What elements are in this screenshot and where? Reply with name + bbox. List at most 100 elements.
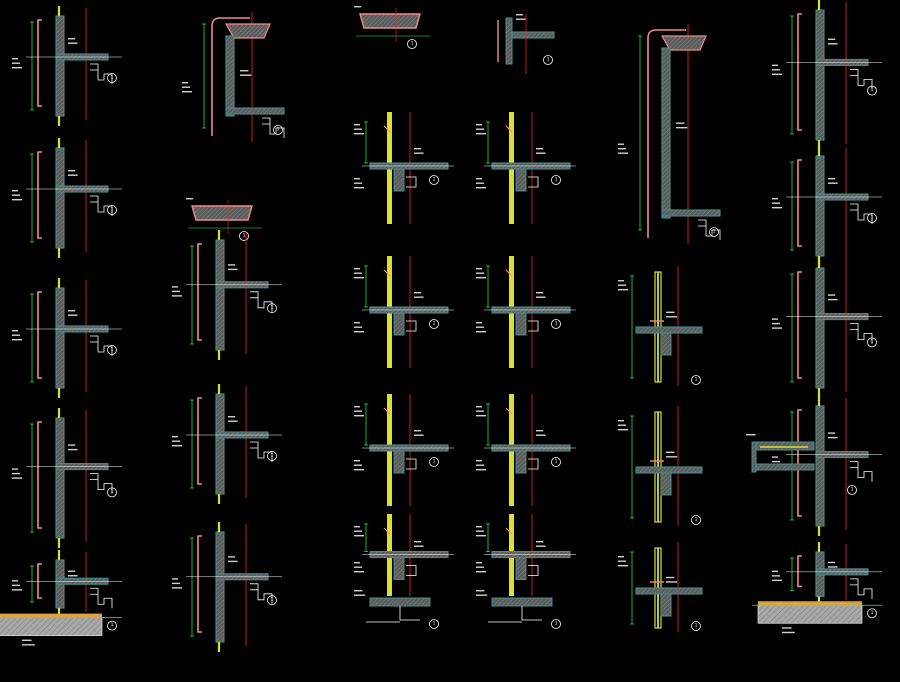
marker-circle (429, 619, 439, 629)
annotation-mark (354, 322, 360, 324)
detail-number-marker: 1 (107, 345, 117, 355)
annotation-mark (12, 472, 20, 475)
cornice-profile (250, 583, 273, 604)
detail-number-marker: 1 (429, 619, 439, 629)
concrete-wall (215, 531, 225, 643)
flashing (383, 527, 391, 535)
annotation-mark (414, 152, 424, 154)
annotation-mark (772, 570, 778, 573)
annotation-mark (772, 69, 780, 71)
annotation-mark (476, 124, 482, 126)
marker-number: 1 (271, 305, 274, 311)
annotation-mark (228, 560, 238, 563)
annotation-mark (12, 589, 22, 591)
annotation-mark (228, 420, 238, 422)
detail-number-marker: 1 (691, 621, 701, 631)
detail-number-marker: 1 (407, 39, 417, 49)
exterior-cladding (197, 243, 202, 341)
annotation-mark (68, 42, 78, 44)
section-detail-curtain-floor: 1 (476, 394, 576, 506)
annotation-mark (68, 174, 78, 176)
marker-number: 1 (271, 453, 274, 459)
marker-number: 1 (433, 177, 436, 183)
detail-number-marker: 1 (867, 608, 877, 619)
annotation-mark (354, 562, 360, 564)
concrete-wall (55, 15, 65, 117)
marker-number: 1 (695, 517, 698, 523)
parapet-wall (661, 47, 671, 219)
annotation-mark (666, 456, 678, 458)
ground-fill (757, 604, 863, 624)
detail-number-marker: 1 (551, 175, 561, 185)
annotation-mark (536, 434, 546, 436)
annotation-mark (12, 468, 18, 470)
marker-circle (107, 205, 117, 215)
marker-circle (551, 175, 561, 185)
marker-number: 1 (555, 459, 558, 465)
detail-number-marker: 1 (551, 619, 561, 629)
annotation-mark (354, 590, 363, 592)
marker-number: 1 (271, 597, 274, 603)
marker-number: 1 (111, 347, 114, 353)
exterior-cladding (37, 19, 42, 107)
annotation-mark (354, 182, 362, 184)
marker-circle (867, 85, 877, 96)
concrete-wall (215, 393, 225, 495)
marker-circle (107, 620, 117, 631)
annotation-mark (22, 639, 32, 641)
annotation-mark (414, 434, 424, 436)
annotation-mark (354, 326, 362, 328)
marker-circle (267, 303, 277, 314)
marker-circle (709, 227, 719, 237)
annotation-mark (618, 565, 628, 567)
detail-number-marker: 1 (847, 485, 857, 495)
parapet-wall (225, 35, 235, 117)
marker-number: 1 (243, 233, 246, 239)
exterior-cladding (37, 291, 42, 379)
section-detail-parapet-tall: 1 (182, 12, 285, 142)
annotation-mark (354, 128, 362, 130)
marker-circle (543, 55, 553, 65)
section-detail-curtain-floor: 1 (476, 112, 576, 224)
sill-profile (406, 458, 417, 470)
annotation-mark (516, 14, 524, 16)
annotation-mark (476, 526, 482, 528)
marker-number: 1 (277, 127, 280, 133)
annotation-mark (618, 424, 626, 426)
marker-number: 1 (695, 377, 698, 383)
annotation-mark (476, 268, 482, 270)
marker-number: 1 (555, 177, 558, 183)
annotation-mark (476, 133, 486, 135)
annotation-mark (414, 292, 422, 294)
base-slab (491, 597, 553, 607)
section-detail-coping: 1 (354, 6, 430, 49)
section-detail-wall-floor: 1 (772, 258, 882, 398)
detail-number-marker: 1 (107, 620, 117, 631)
annotation-mark (354, 415, 364, 417)
floor-slab (225, 107, 285, 115)
marker-circle (691, 621, 701, 631)
annotation-mark (68, 444, 76, 446)
cornice-profile (850, 461, 873, 482)
section-detail-wall-floor: 1 (772, 146, 882, 266)
cornice-profile (90, 63, 113, 84)
detail-number-marker: 1 (273, 125, 283, 135)
annotation-mark (414, 296, 424, 298)
concrete-wall (815, 405, 825, 527)
annotation-mark (828, 294, 836, 296)
flashing (383, 269, 391, 277)
slab-edge-beam (660, 472, 672, 496)
marker-circle (429, 175, 439, 185)
annotation-mark (68, 310, 76, 312)
section-detail-curtain-floor: 1 (354, 394, 454, 506)
marker-circle (867, 608, 877, 619)
flashing (383, 125, 391, 133)
marker-circle (107, 73, 117, 83)
section-detail-wall-floor: 1 (12, 278, 122, 398)
concrete-wall (55, 147, 65, 249)
coping-stone (359, 13, 421, 29)
marker-number: 1 (555, 321, 558, 327)
exterior-cladding (797, 409, 802, 517)
